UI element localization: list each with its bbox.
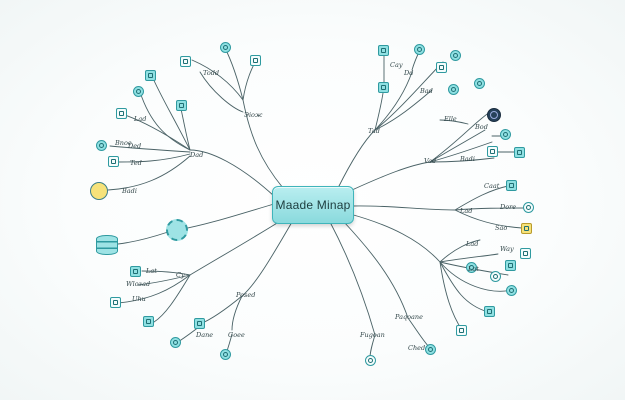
branch-upper-left	[242, 99, 284, 189]
label-ul-c: Lad	[134, 115, 147, 123]
label-ll-c: Wlozad	[126, 280, 151, 288]
gear-icon[interactable]	[166, 219, 188, 241]
branch-bottom	[329, 221, 376, 336]
tag-icon[interactable]	[108, 156, 119, 167]
user-icon[interactable]	[116, 108, 127, 119]
label-ur-d: Elle	[444, 115, 457, 123]
calendar-icon[interactable]	[130, 266, 141, 277]
label-ur-g: Badi	[460, 155, 475, 163]
label-ul-a: Todd	[203, 69, 220, 77]
image-icon[interactable]	[145, 70, 156, 81]
clock-icon[interactable]	[220, 349, 231, 360]
label-ll-a: Lat	[146, 267, 157, 275]
target-icon[interactable]	[365, 355, 376, 366]
download-icon[interactable]	[490, 271, 501, 282]
label-b-a: Fugoan	[360, 331, 385, 339]
phone-icon[interactable]	[520, 248, 531, 259]
branch-right-lower	[349, 213, 441, 263]
link-icon[interactable]	[96, 140, 107, 151]
document-icon[interactable]	[250, 55, 261, 66]
bell-icon[interactable]	[487, 146, 498, 157]
central-topic[interactable]: Maade Minap	[272, 186, 354, 224]
label-ur-h: Tad	[368, 127, 380, 135]
label-r-f: Way	[500, 245, 514, 253]
branch-right	[351, 205, 456, 211]
cloud-icon[interactable]	[378, 45, 389, 56]
branch-bottom-left	[241, 221, 293, 297]
chart-icon[interactable]	[133, 86, 144, 97]
camera-icon[interactable]	[436, 62, 447, 73]
video-icon[interactable]	[484, 306, 495, 317]
search-icon[interactable]	[414, 44, 425, 55]
folder-icon[interactable]	[176, 100, 187, 111]
clipboard-icon[interactable]	[143, 316, 154, 327]
label-ul-g: Dad	[190, 151, 204, 159]
label-ll-b: Cy	[176, 271, 185, 279]
label-b-c: Ched	[408, 344, 426, 352]
edit-icon[interactable]	[180, 56, 191, 67]
label-r-b: Lad	[460, 207, 473, 215]
location-icon[interactable]	[474, 78, 485, 89]
note-icon[interactable]	[521, 223, 532, 234]
label-ur-c: Bad	[420, 87, 433, 95]
label-ul-b: Эіож	[244, 111, 263, 119]
label-b-b: Paqoane	[395, 313, 423, 321]
label-r-e: Lad	[466, 240, 479, 248]
label-ur-a: Cay	[390, 61, 403, 69]
label-r-a: Caat	[484, 182, 500, 190]
lightbulb-icon[interactable]	[90, 182, 108, 200]
label-ul-f: Ted	[130, 159, 142, 167]
label-ul-d: Bnoe	[115, 139, 132, 147]
label-r-g: Lat	[468, 265, 479, 273]
flag-icon[interactable]	[456, 325, 467, 336]
label-ll-d: Uhu	[132, 295, 146, 303]
share-icon[interactable]	[506, 180, 517, 191]
refresh-icon[interactable]	[506, 285, 517, 296]
globe-icon[interactable]	[450, 50, 461, 61]
moon-icon[interactable]	[487, 108, 501, 122]
star-icon[interactable]	[500, 129, 511, 140]
grid-icon[interactable]	[505, 260, 516, 271]
label-r-c: Dore	[500, 203, 517, 211]
play-icon[interactable]	[425, 344, 436, 355]
label-ur-b: Dd	[404, 69, 414, 77]
branch-lower-left	[189, 219, 283, 276]
label-r-d: Sao	[495, 224, 508, 232]
shield-icon[interactable]	[170, 337, 181, 348]
branch-right-upper	[351, 161, 431, 191]
branch-left	[189, 149, 275, 197]
mail-icon[interactable]	[110, 297, 121, 308]
label-ll-e: Dane	[196, 331, 214, 339]
settings-icon[interactable]	[220, 42, 231, 53]
label-ll-g: Goee	[228, 331, 245, 339]
label-ul-h: Badi	[122, 187, 137, 195]
smile-icon[interactable]	[448, 84, 459, 95]
label-ur-f: Bod	[475, 123, 488, 131]
label-ul-e: Ded	[128, 142, 142, 150]
database-icon[interactable]	[96, 235, 118, 255]
branch-left-middle	[177, 203, 275, 231]
heart-icon[interactable]	[514, 147, 525, 158]
label-ll-f: Posed	[236, 291, 256, 299]
lock-icon[interactable]	[194, 318, 205, 329]
info-icon[interactable]	[523, 202, 534, 213]
label-ur-e: Vad	[424, 157, 437, 165]
wifi-icon[interactable]	[466, 262, 477, 273]
building-icon[interactable]	[378, 82, 389, 93]
branch-upper-right	[337, 129, 376, 189]
